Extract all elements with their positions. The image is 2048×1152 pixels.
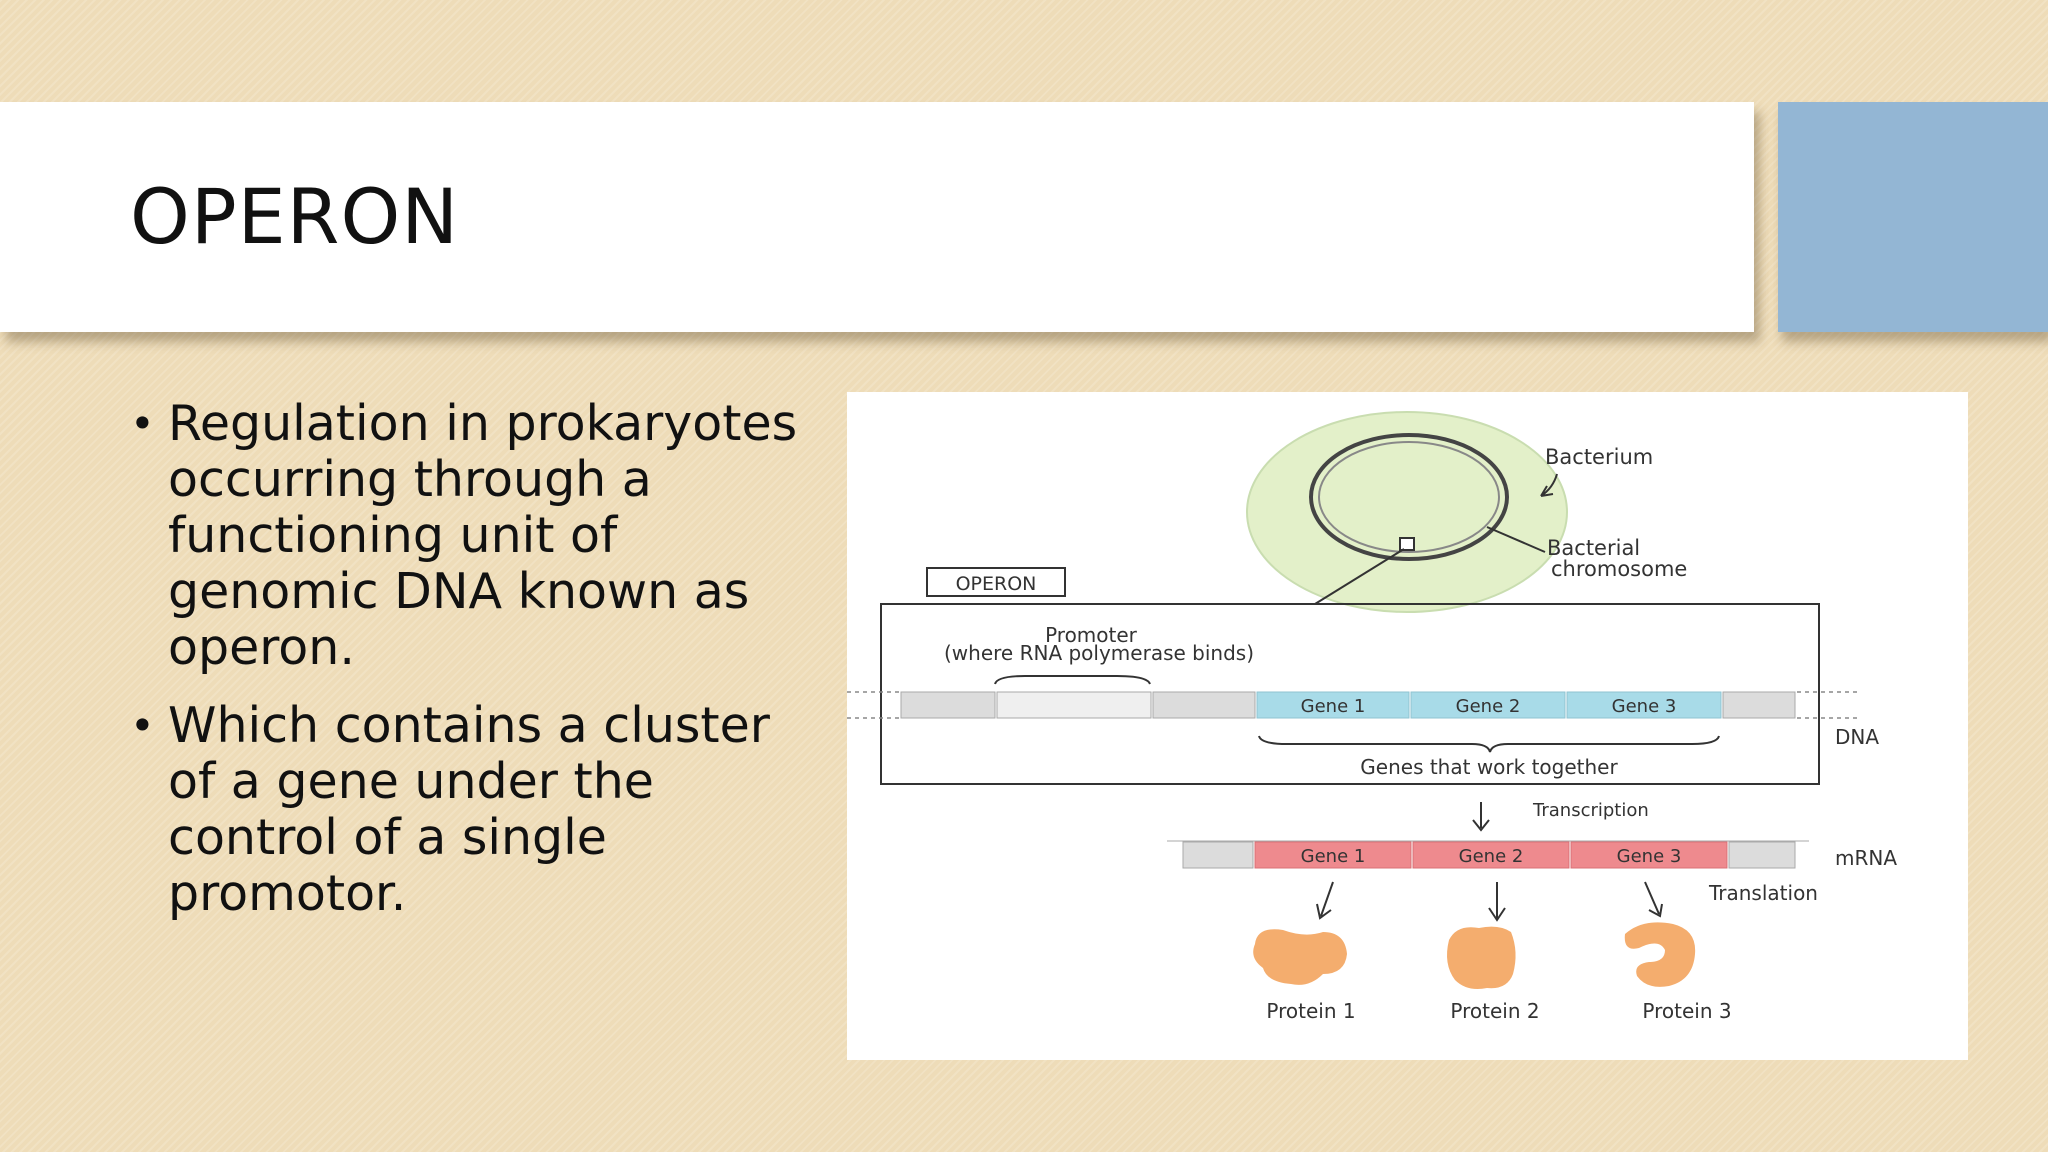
transcription-label: Transcription [1532, 800, 1649, 821]
operon-diagram: Bacterium Bacterial chromosome OPERON Pr… [847, 392, 1968, 1060]
mrna-gene-segment [1412, 841, 1570, 869]
operon-locus-marker [1399, 537, 1415, 551]
translation-arrow-icon [1644, 881, 1663, 918]
protein-label: Protein 3 [1642, 999, 1731, 1023]
bacterium-label: Bacterium [1545, 445, 1653, 469]
bacterial-chromosome-label: Bacterial [1547, 536, 1640, 560]
mrna-gene-label: Gene 2 [1459, 846, 1524, 867]
bullet-item: • Which contains a cluster of a gene und… [126, 698, 826, 922]
operon-frame [880, 603, 1820, 785]
promoter-brace [994, 675, 1151, 685]
mrna-gene-segment [1570, 841, 1728, 869]
chromosome-pointer [1486, 526, 1546, 553]
mrna-gene-label: Gene 1 [1301, 846, 1366, 867]
dna-gene-segment [1566, 691, 1722, 719]
operon-label-box [926, 567, 1066, 597]
bullet-dot: • [130, 701, 155, 750]
dna-gene-segment [1256, 691, 1410, 719]
protein-shape [1624, 922, 1696, 987]
operon-diagram-svg: Bacterium Bacterial chromosome OPERON Pr… [847, 411, 1897, 1023]
dna-segment [900, 691, 996, 719]
zoom-line [1314, 548, 1405, 605]
dna-gene-segment [1410, 691, 1566, 719]
bullet-item: • Regulation in prokaryotes occurring th… [126, 396, 826, 676]
dna-gene-label: Gene 3 [1612, 696, 1677, 717]
dna-segment [1722, 691, 1796, 719]
bullet-dot: • [130, 399, 155, 448]
dna-label: DNA [1835, 725, 1879, 749]
transcription-arrow-icon [1472, 802, 1490, 832]
dna-promoter-segment [996, 691, 1152, 719]
bacterial-chromosome [1309, 433, 1509, 561]
dna-gene-label: Gene 1 [1301, 696, 1366, 717]
bullet-list: • Regulation in prokaryotes occurring th… [126, 396, 826, 944]
promoter-label: Promoter [1045, 623, 1138, 647]
translation-arrow-icon [1488, 882, 1506, 922]
bullet-text: Regulation in prokaryotes occurring thro… [168, 395, 798, 676]
dna-gene-label: Gene 2 [1456, 696, 1521, 717]
promoter-description: (where RNA polymerase binds) [944, 641, 1254, 665]
protein-shape [1253, 929, 1347, 985]
genes-together-label: Genes that work together [1360, 755, 1618, 779]
dna-segment [1152, 691, 1256, 719]
mrna-segment [1182, 841, 1254, 869]
mrna-gene-segment [1254, 841, 1412, 869]
protein-shape [1447, 926, 1516, 989]
genes-brace [1258, 735, 1720, 753]
slide-title: OPERON [130, 172, 460, 261]
protein-label: Protein 2 [1450, 999, 1539, 1023]
operon-label: OPERON [956, 573, 1037, 595]
translation-arrow-icon [1316, 881, 1334, 920]
bacterial-chromosome-label: chromosome [1551, 557, 1687, 581]
title-bar: OPERON [0, 102, 1754, 332]
accent-block [1778, 102, 2048, 332]
bacterium-arrow-icon [1540, 473, 1558, 497]
bacterial-chromosome-inner [1318, 441, 1500, 553]
bullet-text: Which contains a cluster of a gene under… [168, 697, 770, 922]
mrna-segment [1728, 841, 1796, 869]
translation-label: Translation [1708, 881, 1818, 905]
protein-label: Protein 1 [1266, 999, 1355, 1023]
mrna-label: mRNA [1835, 846, 1897, 870]
mrna-gene-label: Gene 3 [1617, 846, 1682, 867]
